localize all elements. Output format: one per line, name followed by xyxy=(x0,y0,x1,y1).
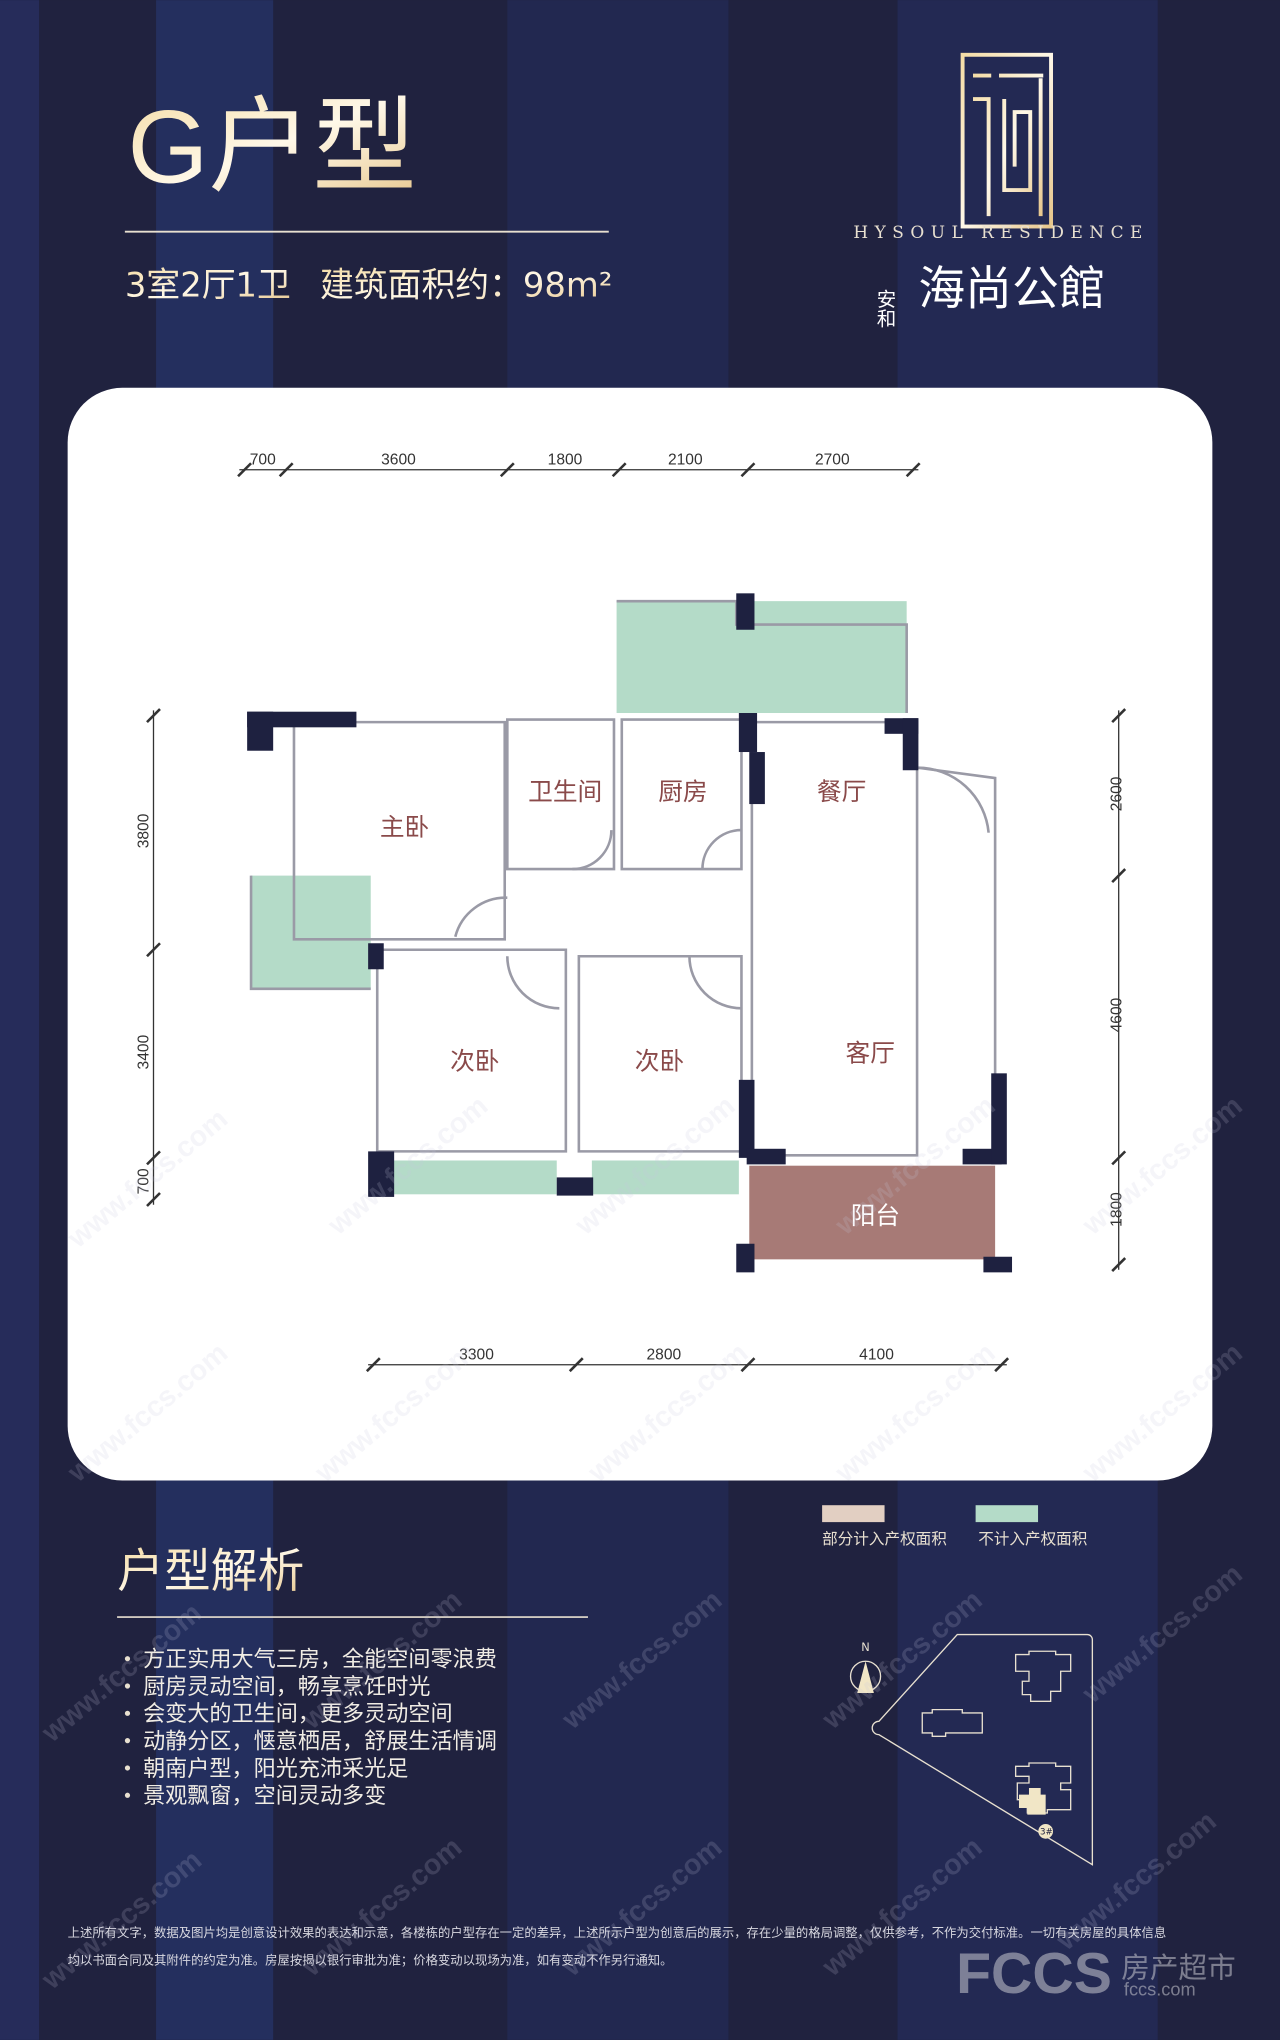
brand-logo-icon xyxy=(960,52,1054,229)
bullet-icon xyxy=(124,1710,131,1716)
bay-window-green xyxy=(591,1160,739,1195)
bullet-icon xyxy=(124,1792,131,1798)
bay-window-green xyxy=(251,875,371,989)
dim-left: 3400 xyxy=(135,1034,152,1069)
disclaimer-line-1: 上述所有文字，数据及图片均是创意设计效果的表达和示意，各楼栋的户型存在一定的差异… xyxy=(68,1925,1167,1940)
dim-top: 2100 xyxy=(668,452,703,469)
legend-label-excluded: 不计入产权面积 xyxy=(978,1530,1087,1548)
dim-bottom: 2800 xyxy=(647,1347,682,1364)
dimension-lines xyxy=(146,462,1127,1373)
dim-tick xyxy=(146,1192,161,1207)
bay-window-green xyxy=(381,1160,557,1195)
legend-swatch-excluded xyxy=(975,1505,1039,1523)
room-dining: 餐厅 xyxy=(817,777,866,806)
analysis-item: 方正实用大气三房，全能空间零浪费 xyxy=(143,1647,497,1673)
room-bathroom: 卫生间 xyxy=(528,777,602,806)
legend-label-partial: 部分计入产权面积 xyxy=(822,1530,947,1548)
dim-tick xyxy=(1111,868,1127,884)
dim-bottom: 4100 xyxy=(859,1347,894,1364)
site-plan-map: 3# N xyxy=(849,1633,1094,1866)
brand-name: 海尚公館 xyxy=(918,263,1105,317)
bg-stripe xyxy=(0,0,40,2040)
building-number: 3# xyxy=(1040,1828,1053,1838)
room-master-bedroom: 主卧 xyxy=(380,812,429,841)
bullet-icon xyxy=(124,1765,131,1771)
disclaimer-line-2: 均以书面合同及其附件的约定为准。房屋按揭以银行审批为准；价格变动以现场为准，如有… xyxy=(68,1952,673,1967)
dim-tick xyxy=(568,1357,584,1373)
balcony-area xyxy=(749,1165,996,1260)
dim-tick xyxy=(1111,1257,1127,1272)
fccs-logo-text: FCCS xyxy=(956,1942,1112,2006)
dim-top: 700 xyxy=(250,452,276,469)
fccs-logo-cn: 房产超市 xyxy=(1121,1950,1235,1984)
legend-swatch-partial xyxy=(822,1505,885,1523)
bullet-icon xyxy=(124,1683,131,1689)
dim-tick xyxy=(740,462,756,478)
dim-tick xyxy=(499,462,515,478)
analysis-item: 景观飘窗，空间灵动多变 xyxy=(143,1783,386,1809)
bullet-icon xyxy=(124,1656,131,1662)
legend: 部分计入产权面积 不计入产权面积 xyxy=(822,1505,1087,1548)
dim-left: 3800 xyxy=(135,813,152,848)
dim-tick xyxy=(740,1357,756,1373)
dim-tick xyxy=(905,462,921,478)
dim-tick xyxy=(278,462,294,478)
analysis-item: 会变大的卫生间，更多灵动空间 xyxy=(143,1701,453,1727)
brand-prefix: 安和 xyxy=(873,289,896,328)
room-living: 客厅 xyxy=(846,1039,895,1068)
dim-right: 4600 xyxy=(1108,997,1125,1032)
room-bedroom-3: 次卧 xyxy=(635,1046,684,1075)
dim-tick xyxy=(146,1150,161,1166)
layout-summary: 3室2厅1卫 xyxy=(125,266,291,305)
analysis-item: 厨房灵动空间，畅享烹饪时光 xyxy=(143,1674,430,1700)
dim-tick xyxy=(994,1357,1010,1373)
analysis-title: 户型解析 xyxy=(117,1545,304,1599)
room-bedroom-2: 次卧 xyxy=(450,1046,499,1075)
bullet-icon xyxy=(124,1738,131,1744)
dim-tick xyxy=(146,942,161,958)
dim-tick xyxy=(365,1357,381,1373)
room-kitchen: 厨房 xyxy=(658,777,707,806)
dim-bottom: 3300 xyxy=(459,1347,494,1364)
brand-english: HYSOUL RESIDENCE xyxy=(853,222,1149,242)
dim-right: 2600 xyxy=(1108,776,1125,811)
dim-top: 3600 xyxy=(381,452,416,469)
room-balcony: 阳台 xyxy=(851,1201,900,1230)
analysis-item: 朝南户型，阳光充沛采光足 xyxy=(143,1756,408,1782)
analysis-item: 动静分区，惬意栖居，舒展生活情调 xyxy=(143,1728,497,1754)
compass-north: N xyxy=(861,1640,869,1654)
page-title: G户型 xyxy=(127,89,416,205)
dim-left: 700 xyxy=(135,1168,152,1194)
area-label: 建筑面积约：98m² xyxy=(320,266,612,305)
dim-tick xyxy=(1111,708,1127,724)
dim-tick xyxy=(611,462,627,478)
dim-top: 2700 xyxy=(815,452,850,469)
floorplan-card xyxy=(67,387,1213,1481)
fccs-logo-url: fccs.com xyxy=(1124,1980,1196,2000)
balcony-top-green xyxy=(616,601,907,714)
dim-tick xyxy=(1111,1150,1127,1166)
dim-tick xyxy=(146,708,161,724)
floorplan-drawing: 主卧 卫生间 厨房 餐厅 次卧 次卧 客厅 阳台 xyxy=(247,593,1013,1273)
dim-top: 1800 xyxy=(548,452,583,469)
dim-tick xyxy=(237,462,252,478)
fccs-logo: FCCS 房产超市 fccs.com xyxy=(956,1942,1236,2006)
dim-right: 1800 xyxy=(1108,1192,1125,1227)
